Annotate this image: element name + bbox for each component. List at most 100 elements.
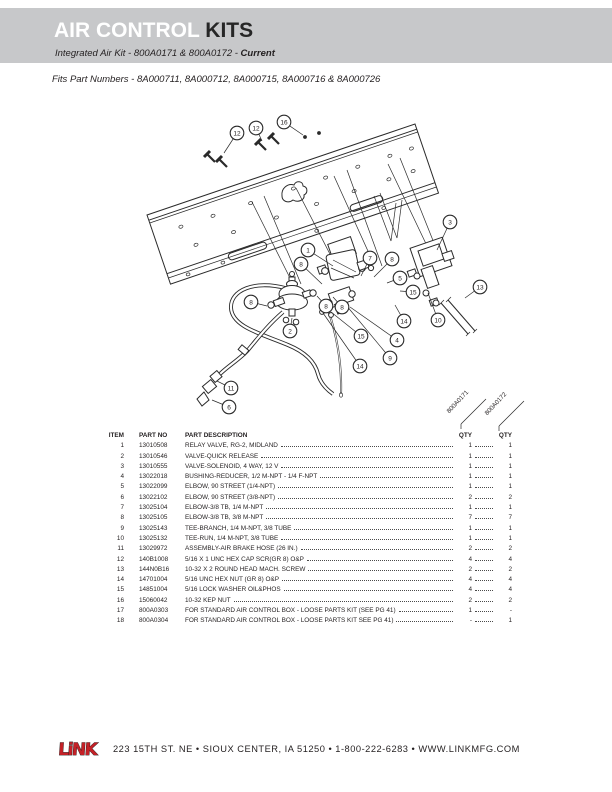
cell-part-no: 13022018: [139, 473, 168, 481]
cell-part-no: 13025104: [139, 504, 168, 512]
cell-qty-800A0172: 2: [508, 545, 512, 553]
leader-dots: [398, 611, 453, 613]
cell-qty-800A0172: 1: [508, 534, 512, 542]
svg-text:1: 1: [306, 247, 310, 254]
cell-part-no: 800A0303: [139, 607, 169, 615]
bracket-hole: [314, 228, 319, 233]
leader-dots: [475, 528, 493, 530]
callout-11: 11: [223, 380, 239, 396]
mounting-projection-lines: [251, 157, 439, 285]
svg-text:15: 15: [357, 333, 365, 340]
cell-description: FOR STANDARD AIR CONTROL BOX - LOOSE PAR…: [185, 617, 394, 625]
cell-item: 7: [120, 504, 124, 512]
cell-description: VALVE-QUICK RELEASE: [185, 452, 259, 460]
cell-item: 4: [120, 473, 124, 481]
fits-part-numbers-line: Fits Part Numbers - 8A000711, 8A000712, …: [52, 74, 381, 85]
callout-6: 6: [221, 399, 237, 415]
callout-leader: [349, 306, 398, 341]
cell-description: VALVE-SOLENOID, 4 WAY, 12 V: [185, 462, 279, 470]
svg-text:5: 5: [398, 275, 402, 282]
cell-qty-800A0171: 1: [468, 442, 472, 450]
bracket-hole: [323, 175, 328, 180]
cap-screw-head: [266, 131, 276, 141]
callout-8: 8: [243, 294, 259, 310]
kit-label-800A0172: 800A0172: [484, 391, 509, 417]
leader-dots: [261, 456, 453, 458]
leader-dots: [280, 446, 453, 448]
leader-dots: [282, 580, 453, 582]
leader-dots: [475, 508, 493, 510]
cell-item: 10: [116, 534, 124, 542]
solenoid-valve-assembly: [406, 236, 455, 307]
cell-item: 9: [120, 524, 124, 532]
cell-part-no: 144N0B16: [139, 565, 170, 573]
svg-text:14: 14: [400, 318, 408, 325]
cell-qty-800A0171: 1: [468, 452, 472, 460]
cell-item: 13: [116, 565, 124, 573]
cap-screw-head: [214, 154, 224, 164]
bracket-hole: [220, 260, 226, 265]
cap-screws-top: [202, 131, 321, 168]
leader-dots: [396, 621, 453, 623]
cell-qty-800A0172: 1: [508, 617, 512, 625]
cell-qty-800A0172: 4: [508, 586, 512, 594]
leader-dots: [278, 497, 453, 499]
cap-screw-head: [202, 149, 212, 159]
page-title: AIR CONTROL KITS: [54, 19, 253, 43]
page-title-primary: AIR CONTROL: [54, 19, 200, 42]
bracket-hole: [387, 153, 393, 158]
cell-description: 10-32 X 2 ROUND HEAD MACH. SCREW: [185, 565, 306, 573]
table-row: 13 144N0B16 10-32 X 2 ROUND HEAD MACH. SCR…: [104, 565, 512, 575]
callout-10: 10: [430, 312, 446, 328]
leader-dots: [266, 518, 453, 520]
cap-screw: [257, 141, 267, 151]
cell-qty-800A0171: -: [469, 617, 472, 625]
callout-14: 14: [352, 358, 368, 374]
cell-qty-800A0171: 1: [468, 607, 472, 615]
cell-qty-800A0172: 2: [508, 493, 512, 501]
cell-item: 1: [120, 442, 124, 450]
cell-part-no: 13010555: [139, 462, 168, 470]
cell-part-no: 13029972: [139, 545, 168, 553]
cell-part-no: 13025105: [139, 514, 168, 522]
leader-dots: [475, 456, 493, 458]
callout-3: 3: [442, 214, 458, 230]
callout-leader: [345, 304, 391, 359]
callout-8: 8: [318, 298, 334, 314]
table-header-row: ITEM PART NO PART DESCRIPTION QTY QTY: [104, 431, 512, 441]
leader-dots: [294, 528, 453, 530]
machine-screws-13: [438, 296, 478, 337]
cell-description: ELBOW-3/8 TB, 1/4 M-NPT: [185, 504, 264, 512]
bracket-hole: [193, 242, 199, 247]
leader-dots: [475, 446, 493, 448]
bracket-hole: [314, 201, 319, 206]
cell-item: 18: [116, 617, 124, 625]
cell-qty-800A0172: -: [509, 607, 512, 615]
leader-dots: [281, 538, 453, 540]
cell-qty-800A0171: 1: [468, 483, 472, 491]
callout-12: 12: [229, 125, 245, 141]
cell-description: TEE-RUN, 1/4 M-NPT, 3/8 TUBE: [185, 534, 279, 542]
cell-description: FOR STANDARD AIR CONTROL BOX - LOOSE PAR…: [185, 607, 396, 615]
page-subtitle-text: Integrated Air Kit - 800A0171 & 800A0172…: [55, 48, 241, 59]
cap-screw: [218, 158, 228, 168]
callout-8: 8: [334, 299, 350, 315]
bracket-hole: [410, 169, 416, 174]
leader-dots: [306, 559, 453, 561]
relay-valve: [316, 235, 375, 281]
cell-part-no: 800A0304: [139, 617, 169, 625]
header-description: PART DESCRIPTION: [185, 432, 248, 439]
svg-text:12: 12: [233, 130, 241, 137]
bracket-hole: [178, 224, 184, 229]
quick-release-valve: [267, 271, 317, 326]
cell-qty-800A0171: 1: [468, 504, 472, 512]
